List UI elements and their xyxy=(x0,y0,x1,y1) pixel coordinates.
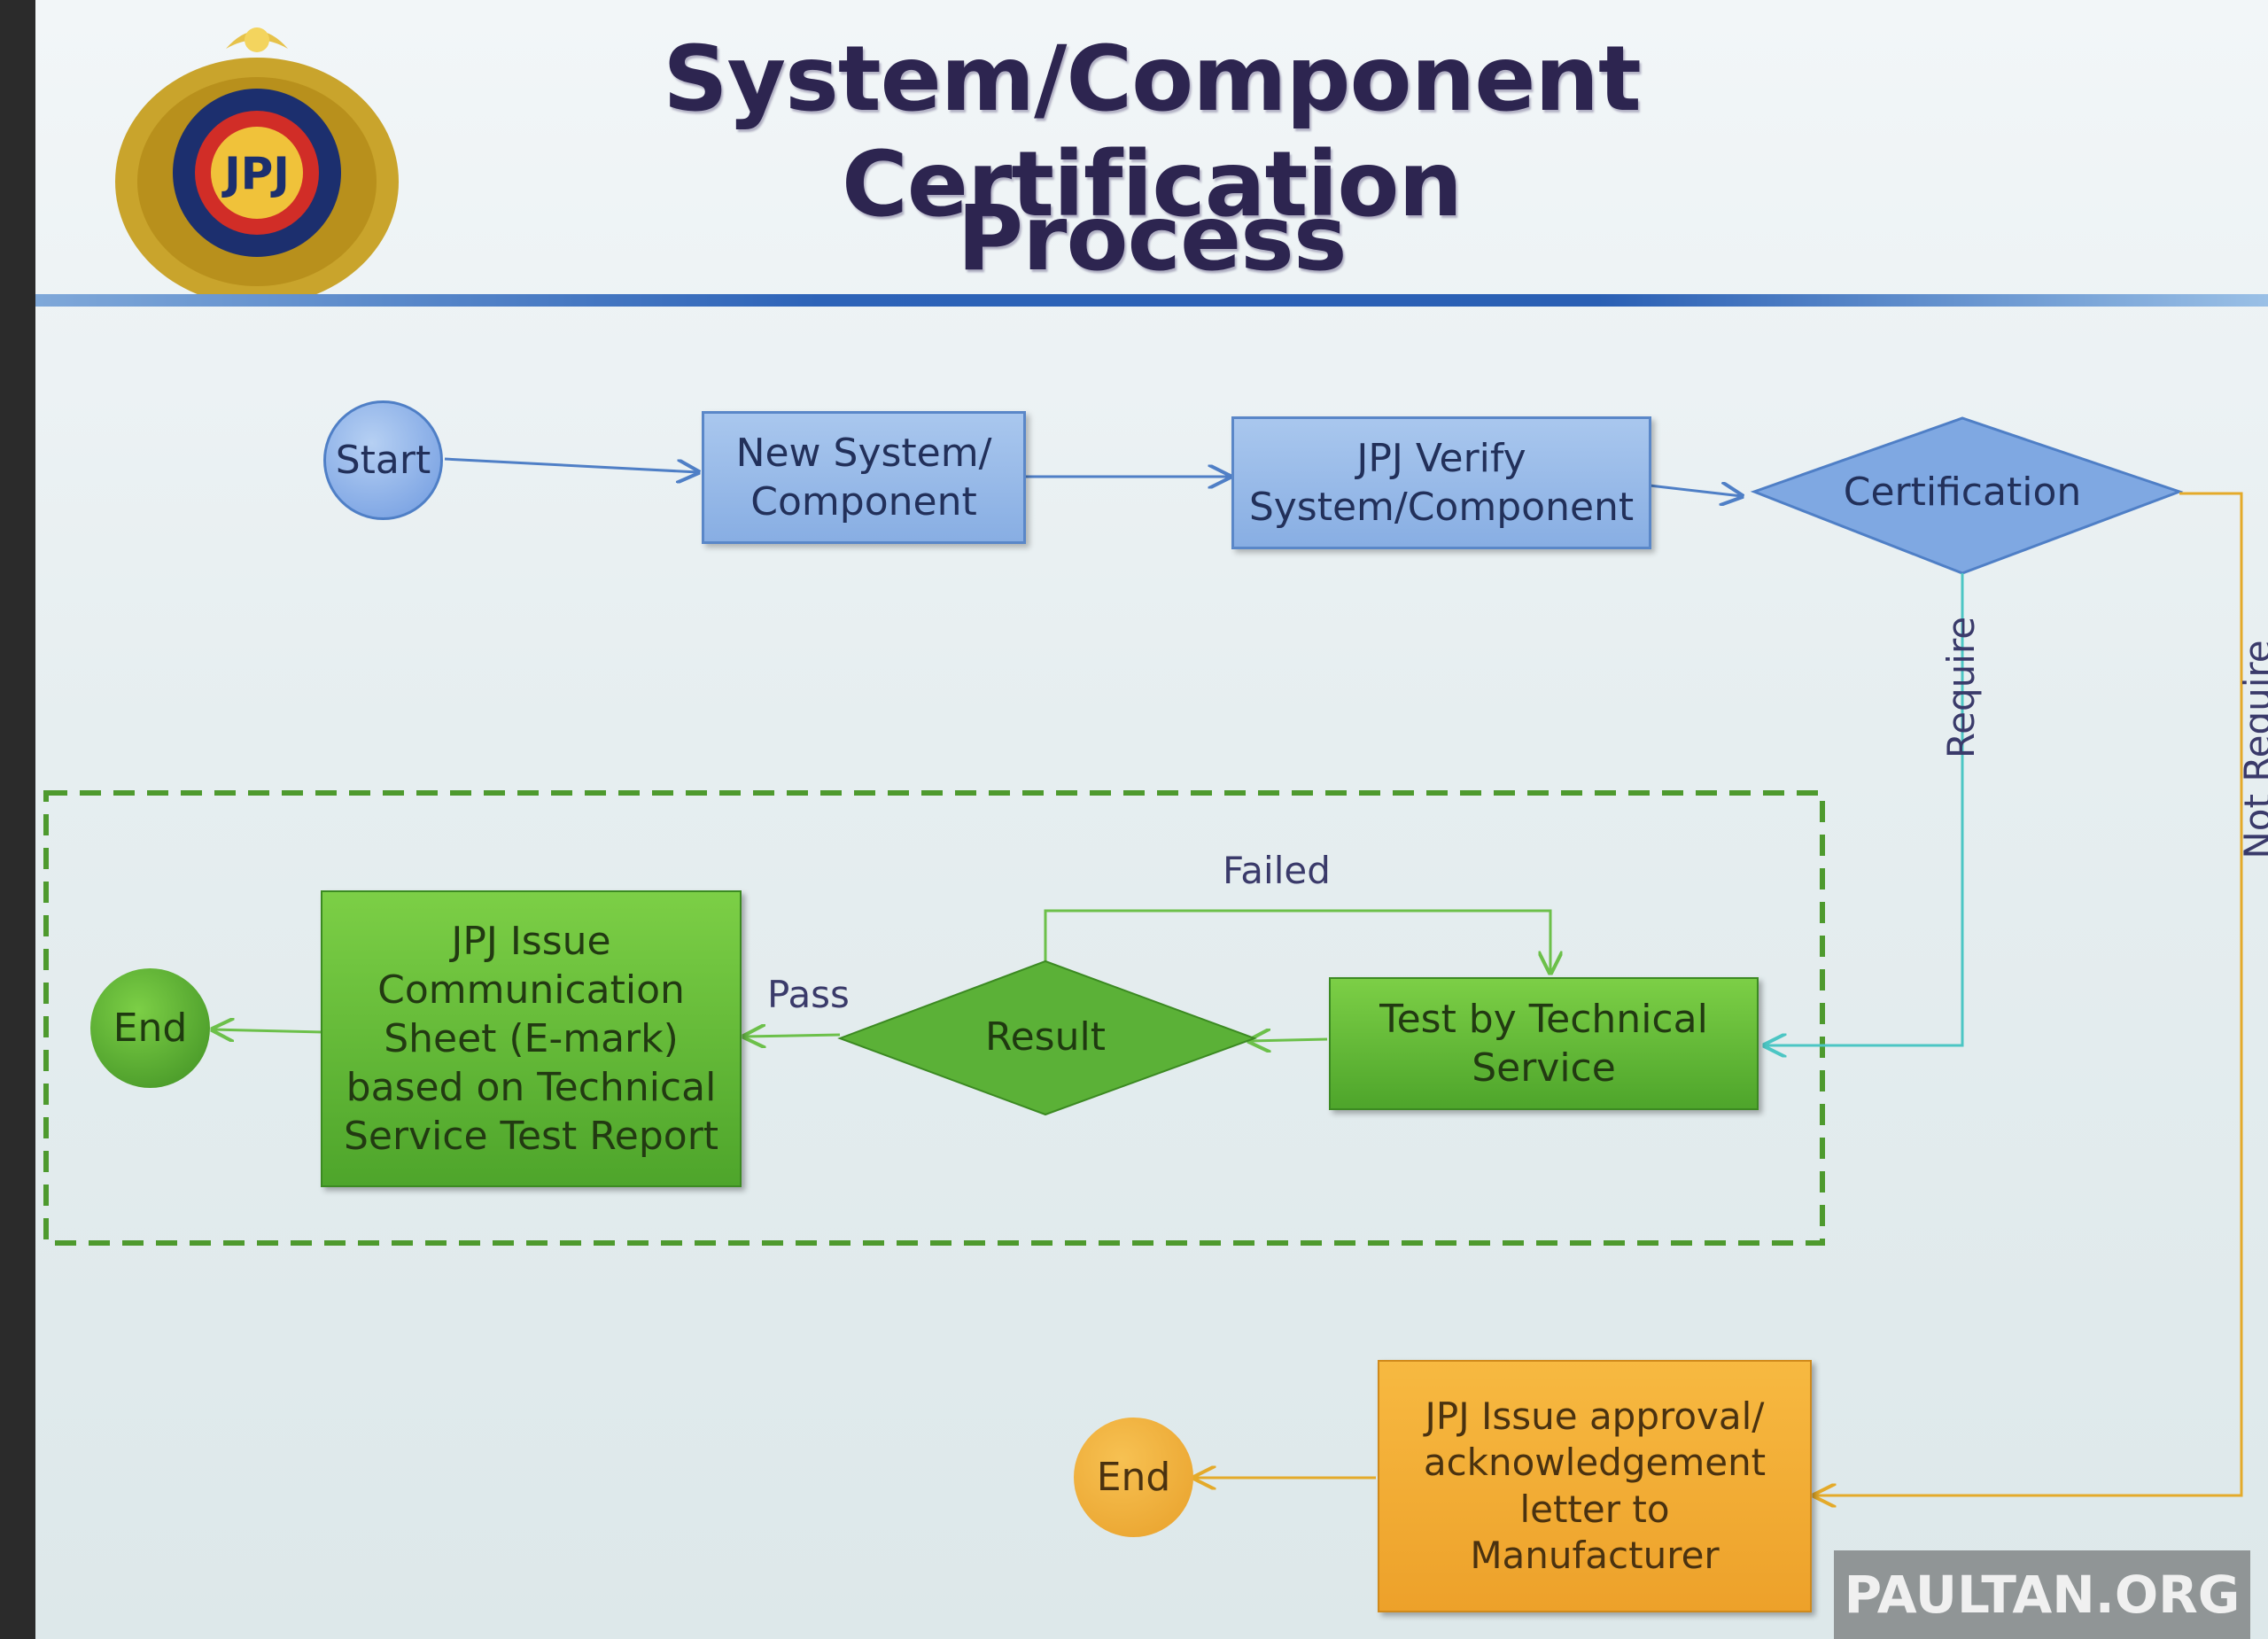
edge-start-to-new xyxy=(444,457,698,472)
page-title-line2: Process xyxy=(957,186,1347,291)
test-technical-box: Test by Technical Service xyxy=(1329,977,1759,1110)
slide: JPJ System/Component Certification Proce… xyxy=(35,0,2268,1639)
flow-connectors xyxy=(43,416,2243,1639)
end-node-green: End xyxy=(90,968,210,1088)
edge-pass xyxy=(744,1035,841,1037)
page-title-line1: System/Component Certification xyxy=(663,27,1642,237)
new-system-box: New System/ Component xyxy=(702,411,1026,544)
title-divider xyxy=(35,294,2268,307)
edge-issue-to-end xyxy=(213,1029,324,1032)
jpj-crest-icon: JPJ xyxy=(115,27,399,306)
end-node-orange: End xyxy=(1074,1418,1193,1537)
edge-not-require xyxy=(1814,492,2243,1495)
not-require-label: Not Require xyxy=(2236,640,2268,859)
pass-label: Pass xyxy=(767,973,850,1016)
require-label: Require xyxy=(1939,616,1983,759)
edge-test-to-result xyxy=(1249,1039,1328,1041)
edge-require xyxy=(1765,573,1964,1045)
jpj-verify-box: JPJ Verify System/Component xyxy=(1231,416,1651,549)
certification-diamond xyxy=(1750,416,2184,575)
issue-approval-box: JPJ Issue approval/ acknowledgement lett… xyxy=(1378,1360,1812,1612)
watermark: PAULTAN.ORG xyxy=(1834,1550,2250,1639)
result-diamond xyxy=(837,959,1257,1116)
issue-communication-box: JPJ Issue Communication Sheet (E-mark) b… xyxy=(321,890,742,1187)
logo-monogram: JPJ xyxy=(221,148,290,199)
edge-verify-to-cert xyxy=(1649,485,1742,496)
result-label: Result xyxy=(985,1014,1106,1060)
failed-label: Failed xyxy=(1223,849,1331,892)
start-node: Start xyxy=(323,400,443,520)
test-process-boundary xyxy=(43,790,1825,1246)
certification-label: Certification xyxy=(1843,469,2082,515)
edge-failed xyxy=(1044,909,1550,973)
